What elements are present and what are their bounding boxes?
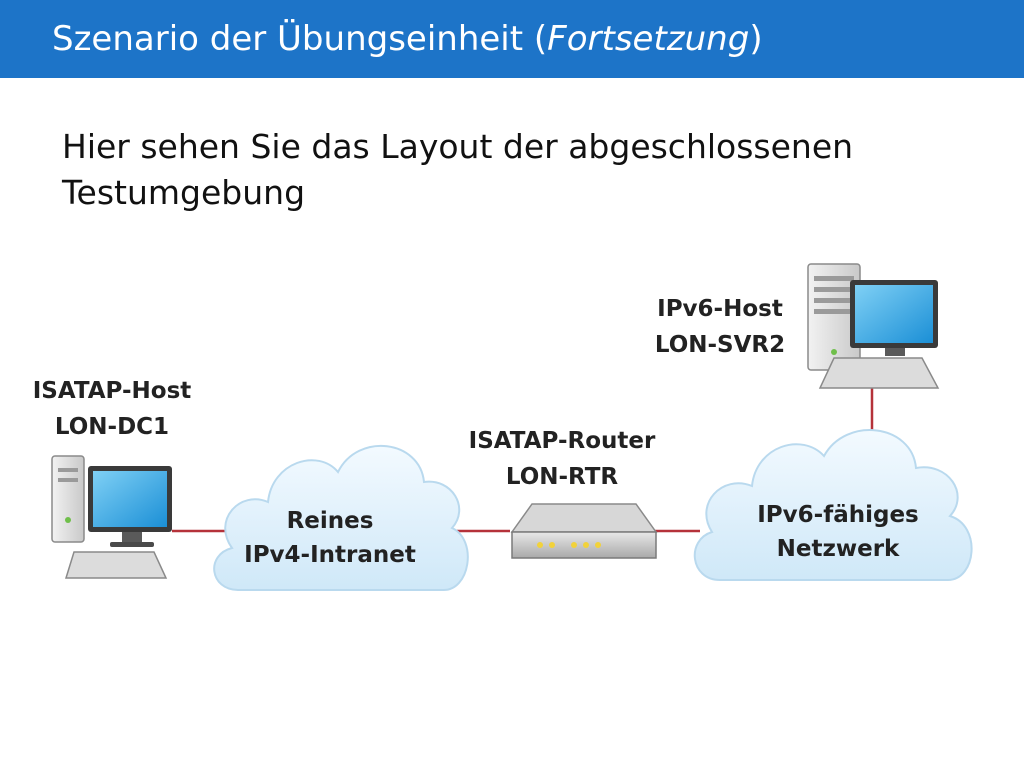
isatap-host-label-2: LON-DC1 (55, 414, 169, 440)
tower-icon (51, 455, 85, 543)
ipv6-host-label-1: IPv6-Host (657, 296, 783, 322)
isatap-router-label-2: LON-RTR (506, 464, 619, 490)
slide-title-close: ) (749, 19, 763, 59)
slide-title: Szenario der Übungseinheit (Fortsetzung) (52, 14, 763, 64)
ipv6-network-cloud: IPv6-fähiges Netzwerk (693, 429, 973, 581)
ipv4-cloud-label-2: IPv4-Intranet (244, 542, 416, 568)
isatap-host-label-1: ISATAP-Host (33, 378, 192, 404)
slide-title-main: Szenario der Übungseinheit ( (52, 19, 548, 59)
ipv4-intranet-cloud: Reines IPv4-Intranet (213, 444, 469, 592)
slide-title-italic: Fortsetzung (547, 19, 750, 59)
ipv6-host-computer: IPv6-Host LON-SVR2 (655, 263, 940, 389)
subtitle-line-1: Hier sehen Sie das Layout der abgeschlos… (62, 127, 854, 166)
ipv6-cloud-shape (693, 429, 973, 581)
ipv6-host-label-2: LON-SVR2 (655, 332, 785, 358)
ipv6-cloud-label-1: IPv6-fähiges (757, 502, 919, 528)
keyboard-icon (64, 551, 168, 579)
ipv4-cloud-label-1: Reines (287, 508, 374, 534)
ipv4-cloud-shape (213, 444, 469, 592)
server-keyboard-icon (818, 357, 940, 389)
isatap-router: ISATAP-Router LON-RTR (469, 428, 658, 559)
title-bar (0, 0, 1024, 78)
ipv6-cloud-label-2: Netzwerk (777, 536, 900, 562)
router-icon (510, 503, 658, 533)
slide-subtitle: Hier sehen Sie das Layout der abgeschlos… (62, 124, 962, 216)
isatap-router-label-1: ISATAP-Router (469, 428, 656, 454)
subtitle-line-2: Testumgebung (62, 173, 306, 212)
isatap-host-computer: ISATAP-Host LON-DC1 (33, 378, 192, 579)
